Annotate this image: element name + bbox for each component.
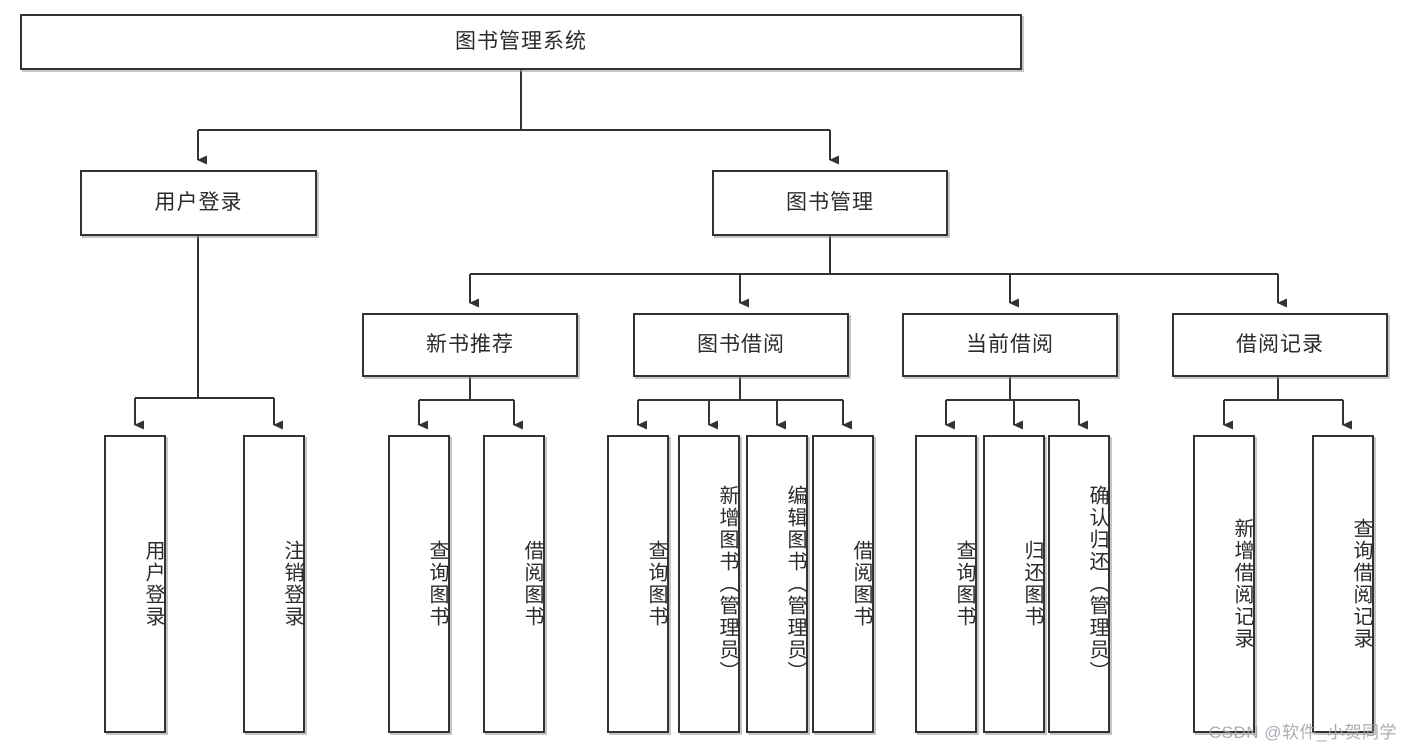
node-current-borrow: 当前借阅 <box>902 313 1118 377</box>
leaf-label: 新增图书（管理员） <box>716 485 738 683</box>
node-borrow-record-label: 借阅记录 <box>1236 333 1324 357</box>
leaf-label: 归还图书 <box>1021 540 1043 628</box>
node-root: 图书管理系统 <box>20 14 1022 70</box>
leaf-current-borrow-2: 确认归还（管理员） <box>1048 435 1110 733</box>
node-book-management-label: 图书管理 <box>786 191 874 215</box>
leaf-label: 查询借阅记录 <box>1350 518 1372 650</box>
leaf-label: 注销登录 <box>281 540 303 628</box>
leaf-label: 查询图书 <box>426 540 448 628</box>
node-book-borrow: 图书借阅 <box>633 313 849 377</box>
leaf-book-borrow-0: 查询图书 <box>607 435 669 733</box>
leaf-label: 编辑图书（管理员） <box>784 485 806 683</box>
node-book-borrow-label: 图书借阅 <box>697 333 785 357</box>
watermark: CSDN @软件_小贺同学 <box>1208 723 1397 742</box>
node-user-login: 用户登录 <box>80 170 317 236</box>
leaf-book-borrow-2: 编辑图书（管理员） <box>746 435 808 733</box>
leaf-user-login-0: 用户登录 <box>104 435 166 733</box>
leaf-label: 借阅图书 <box>850 540 872 628</box>
leaf-label: 用户登录 <box>142 540 164 628</box>
leaf-book-borrow-1: 新增图书（管理员） <box>678 435 740 733</box>
node-new-book-recommend: 新书推荐 <box>362 313 578 377</box>
leaf-label: 查询图书 <box>645 540 667 628</box>
leaf-borrow-record-1: 查询借阅记录 <box>1312 435 1374 733</box>
leaf-user-login-1: 注销登录 <box>243 435 305 733</box>
leaf-new-book-recommend-0: 查询图书 <box>388 435 450 733</box>
node-current-borrow-label: 当前借阅 <box>966 333 1054 357</box>
node-book-management: 图书管理 <box>712 170 948 236</box>
leaf-label: 查询图书 <box>953 540 975 628</box>
leaf-current-borrow-0: 查询图书 <box>915 435 977 733</box>
leaf-label: 新增借阅记录 <box>1231 518 1253 650</box>
leaf-new-book-recommend-1: 借阅图书 <box>483 435 545 733</box>
leaf-current-borrow-1: 归还图书 <box>983 435 1045 733</box>
leaf-label: 确认归还（管理员） <box>1086 485 1108 683</box>
node-borrow-record: 借阅记录 <box>1172 313 1388 377</box>
leaf-borrow-record-0: 新增借阅记录 <box>1193 435 1255 733</box>
leaf-label: 借阅图书 <box>521 540 543 628</box>
leaf-book-borrow-3: 借阅图书 <box>812 435 874 733</box>
node-root-label: 图书管理系统 <box>455 30 587 54</box>
node-user-login-label: 用户登录 <box>154 191 243 215</box>
node-new-book-recommend-label: 新书推荐 <box>426 333 514 357</box>
